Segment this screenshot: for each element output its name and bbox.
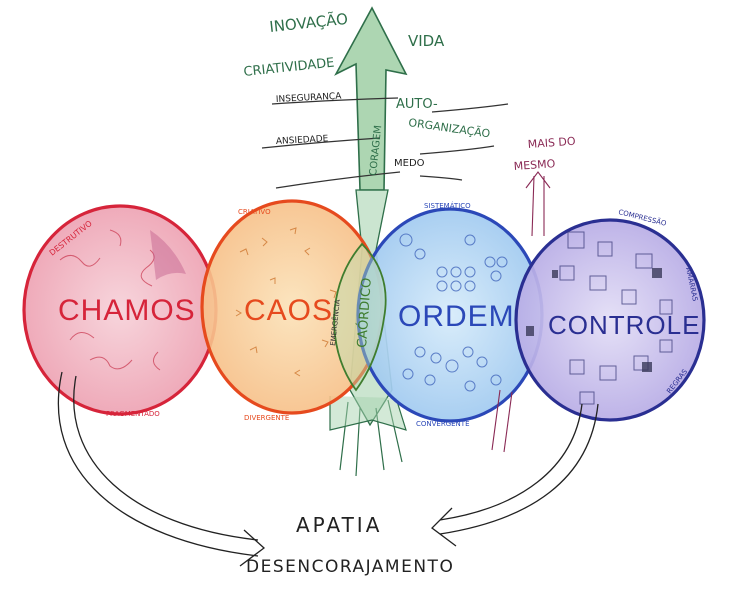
- ordem-top-note: SISTEMÁTICO: [424, 201, 471, 210]
- inovacao-label: INOVAÇÃO: [268, 9, 348, 36]
- coragem-label: CORAGEM: [368, 125, 384, 177]
- auto-label: AUTO-: [396, 97, 438, 112]
- mais-do-mesmo-arrows: [491, 171, 551, 453]
- controle-label: CONTROLE: [548, 310, 700, 340]
- chamos-label: CHAMOS: [58, 294, 196, 327]
- organizacao-label: ORGANIZAÇÃO: [408, 116, 492, 140]
- criatividade-label: CRIATIVIDADE: [243, 56, 335, 80]
- caos-bottom-note: DIVERGENTE: [244, 414, 289, 422]
- caordico-label: CAÓRDICO: [354, 277, 375, 348]
- circle-controle: [514, 218, 706, 422]
- caos-top-note: CRIATIVO: [238, 208, 271, 216]
- desencorajamento-label: DESENCORAJAMENTO: [246, 557, 454, 577]
- barrier-lines: [261, 97, 509, 189]
- inseguranca-label: INSEGURANÇA: [276, 92, 343, 105]
- vida-label: VIDA: [408, 32, 445, 50]
- ordem-label: ORDEM: [398, 300, 515, 333]
- mesmo-label: MESMO: [513, 157, 556, 173]
- circle-caos: [200, 199, 384, 415]
- chamos-bottom-note: FRAGMENTADO: [106, 410, 160, 418]
- bottom-arrows: [57, 371, 599, 567]
- ordem-bottom-note: CONVERGENTE: [416, 420, 470, 428]
- mais-do-label: MAIS DO: [527, 135, 576, 151]
- caos-label: CAOS: [244, 294, 333, 327]
- medo-label: MEDO: [394, 158, 425, 169]
- caordico-region: [333, 242, 387, 392]
- ansiedade-label: ANSIEDADE: [276, 134, 329, 147]
- apatia-label: APATIA: [296, 513, 382, 537]
- top-labels: INOVAÇÃO CRIATIVIDADE VIDA INSEGURANÇA A…: [243, 9, 576, 176]
